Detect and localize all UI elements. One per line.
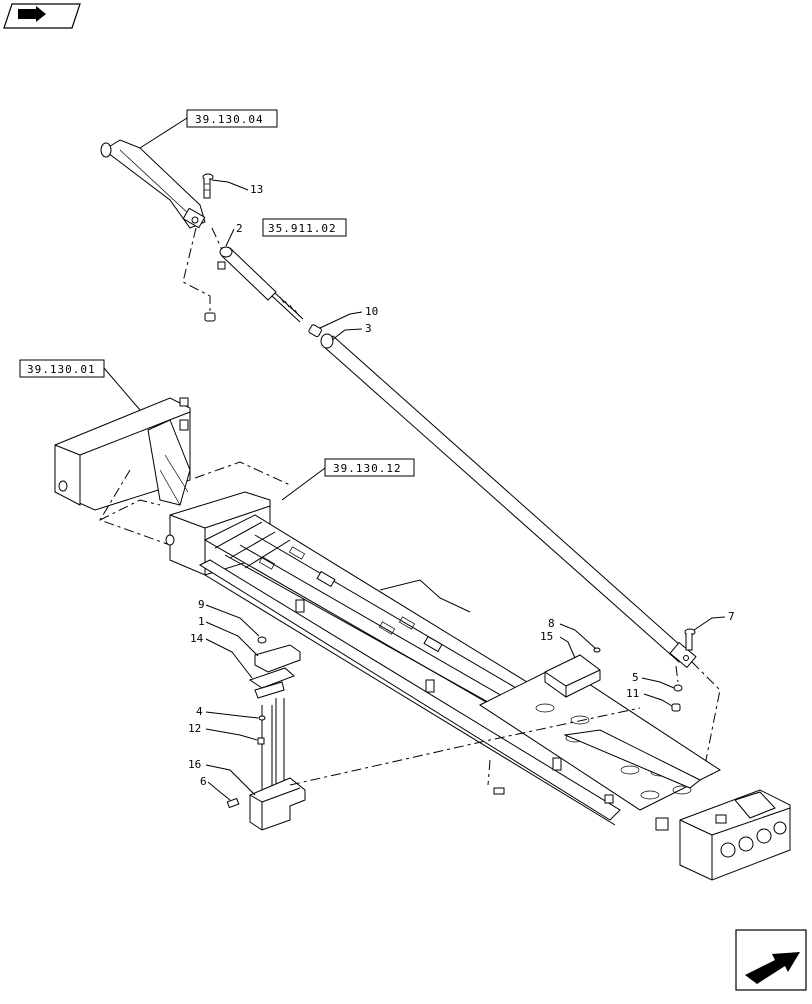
svg-text:9: 9 [198,598,205,611]
callout-9: 9 [198,598,260,637]
callout-7: 7 [693,610,735,631]
ref-39-130-01[interactable]: 39.130.01 [19,359,141,411]
ref-39-130-12[interactable]: 39.130.12 [281,458,415,501]
bracket-15 [544,647,601,698]
nut [204,312,216,322]
ref-39-130-04[interactable]: 39.130.04 [139,109,278,149]
callout-8: 8 [548,617,596,649]
callout-2: 2 [225,222,243,247]
previous-page-icon[interactable] [3,3,81,29]
callout-3: 3 [331,322,372,341]
nut-11 [671,703,681,712]
svg-text:14: 14 [190,632,204,645]
callout-6: 6 [200,775,231,801]
svg-text:6: 6 [200,775,207,788]
callout-16: 16 [188,758,256,796]
svg-text:3: 3 [365,322,372,335]
callout-10: 10 [319,305,378,329]
nut-10 [308,324,322,338]
left-bracket [54,397,191,511]
svg-text:4: 4 [196,705,203,718]
support-stand-16 [226,636,306,831]
svg-text:2: 2 [236,222,243,235]
bolt [493,787,505,795]
main-frame [165,491,791,881]
svg-text:39.130.01: 39.130.01 [27,363,96,376]
rod-3 [320,333,697,669]
svg-text:39.130.04: 39.130.04 [195,113,264,126]
svg-text:39.130.12: 39.130.12 [333,462,402,475]
callout-1: 1 [198,615,259,657]
turnbuckle-2 [217,246,304,323]
callout-14: 14 [190,632,253,679]
svg-text:10: 10 [365,305,378,318]
svg-text:7: 7 [728,610,735,623]
svg-text:5: 5 [632,671,639,684]
callout-5: 5 [632,671,675,689]
callout-11: 11 [626,687,673,707]
svg-text:35.911.02: 35.911.02 [268,222,337,235]
callout-12: 12 [188,722,258,741]
next-page-icon[interactable] [735,929,807,991]
svg-text:11: 11 [626,687,639,700]
svg-text:12: 12 [188,722,201,735]
ref-35-911-02[interactable]: 35.911.02 [262,218,347,237]
upper-lever [100,139,206,229]
svg-text:15: 15 [540,630,553,643]
washer-5 [673,684,683,692]
svg-text:1: 1 [198,615,205,628]
svg-text:8: 8 [548,617,555,630]
callout-13: 13 [211,179,263,196]
bolt-13 [202,173,214,199]
svg-text:16: 16 [188,758,201,771]
callout-15: 15 [540,630,576,659]
bolt-7 [684,628,696,651]
callout-4: 4 [196,705,259,719]
svg-text:13: 13 [250,183,263,196]
